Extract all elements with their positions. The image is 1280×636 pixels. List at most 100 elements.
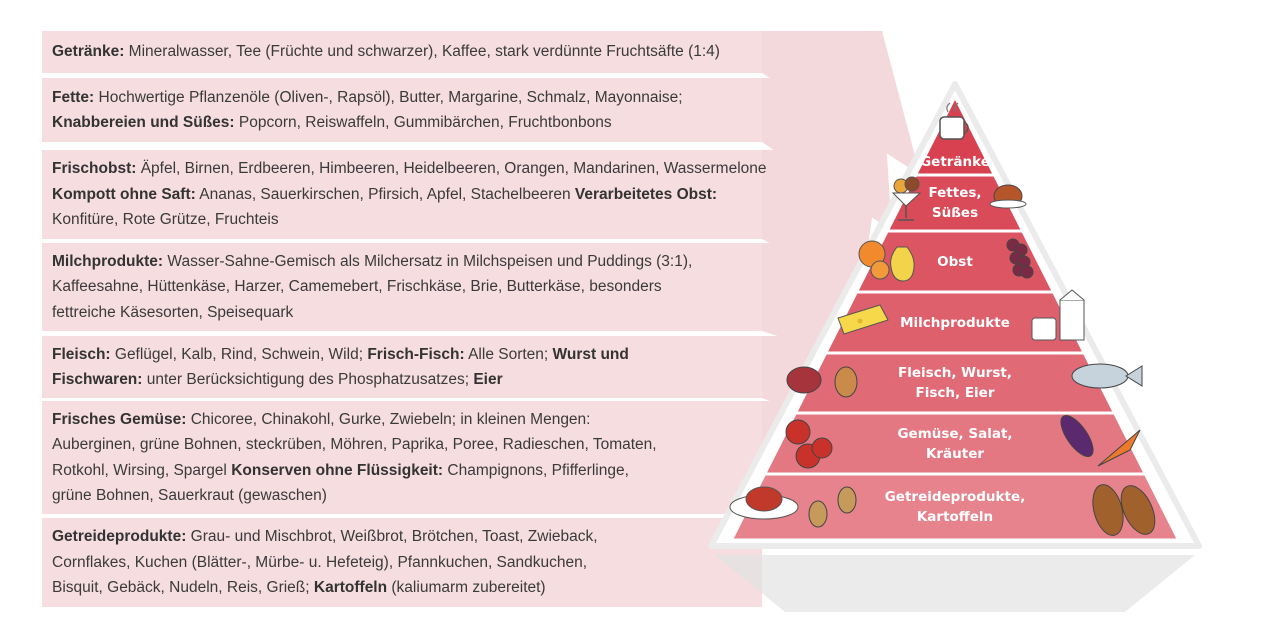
panel-line: Milchprodukte: Wasser-Sahne-Gemisch als … bbox=[52, 249, 752, 275]
category-term: Eier bbox=[473, 371, 503, 388]
category-term: Konserven ohne Flüssigkeit: bbox=[231, 461, 444, 479]
panel-line: Auberginen, grüne Bohnen, steckrüben, Mö… bbox=[52, 432, 752, 458]
panel-obst: Frischobst: Äpfel, Birnen, Erdbeeren, Hi… bbox=[42, 150, 767, 239]
pyramid-label-getraenke: Getränke bbox=[865, 152, 1045, 172]
panel-line: Frischobst: Äpfel, Birnen, Erdbeeren, Hi… bbox=[52, 156, 767, 182]
category-term: Frischobst: bbox=[52, 160, 137, 178]
coffee-cup-icon bbox=[939, 102, 969, 140]
pyramid-label-line: Fisch, Eier bbox=[915, 385, 995, 401]
panel-line: Getränke: Mineralwasser, Tee (Früchte un… bbox=[52, 39, 752, 65]
connector-milch bbox=[762, 243, 882, 353]
food-list-text: Champignons, Pfifferlinge, bbox=[443, 461, 629, 479]
category-term: Fischwaren: bbox=[52, 371, 143, 388]
category-term: Milchprodukte: bbox=[52, 252, 164, 270]
pyramid-level-fette bbox=[889, 176, 1021, 230]
panel-line: Rotkohl, Wirsing, Spargel Konserven ohne… bbox=[52, 458, 752, 484]
food-list-text: Popcorn, Reiswaffeln, Gummibärchen, Fruc… bbox=[234, 114, 612, 131]
food-list-text: Äpfel, Birnen, Erdbeeren, Himbeeren, Hei… bbox=[136, 160, 767, 178]
pyramid-label-line: Kartoffeln bbox=[916, 509, 994, 525]
pyramid-label-line: Fettes, bbox=[928, 185, 982, 201]
tomato-icon bbox=[785, 419, 833, 469]
food-list-text: Chicoree, Chinakohl, Gurke, Zwiebeln; in… bbox=[186, 410, 591, 428]
carrot-icon bbox=[1097, 429, 1141, 467]
bread-icon bbox=[1092, 484, 1156, 536]
eggplant-icon bbox=[1060, 415, 1094, 457]
pyramid-label-line: Getreideprodukte, bbox=[884, 489, 1026, 505]
panel-line: Bisquit, Gebäck, Nudeln, Reis, Grieß; Ka… bbox=[52, 575, 752, 601]
pyramid-label-fette: Fettes, Süßes bbox=[865, 183, 1045, 223]
pyramid-label-obst: Obst bbox=[865, 252, 1045, 272]
panel-fette: Fette: Hochwertige Pflanzenöle (Oliven-,… bbox=[42, 78, 762, 142]
yogurt-icon bbox=[1031, 317, 1057, 341]
food-list-text: Bisquit, Gebäck, Nudeln, Reis, Grieß; bbox=[52, 579, 314, 597]
food-list-text: Auberginen, grüne Bohnen, steckrüben, Mö… bbox=[52, 436, 657, 453]
food-list-text: Konfitüre, Rote Grütze, Fruchteis bbox=[52, 211, 279, 229]
panel-line: fettreiche Käsesorten, Speisequark bbox=[52, 300, 752, 326]
pyramid-label-line: Fleisch, Wurst, bbox=[898, 365, 1012, 381]
food-list-text: Ananas, Sauerkirschen, Pfirsich, Apfel, … bbox=[195, 185, 575, 203]
panel-line: Kompott ohne Saft: Ananas, Sauerkirschen… bbox=[52, 182, 752, 208]
panel-line: Fleisch: Geflügel, Kalb, Rind, Schwein, … bbox=[52, 342, 752, 368]
food-list-text: unter Berücksichtigung des Phosphatzusat… bbox=[142, 371, 474, 388]
cheese-icon bbox=[837, 304, 889, 335]
pyramid-shadow bbox=[715, 555, 1195, 612]
panel-getreide: Getreideprodukte: Grau- und Mischbrot, W… bbox=[42, 518, 762, 607]
pyramid-label-milch: Milchprodukte bbox=[865, 313, 1045, 333]
panel-line: Fischwaren: unter Berücksichtigung des P… bbox=[52, 367, 752, 393]
food-list-text: Alle Sorten; bbox=[464, 345, 553, 363]
pear-icon bbox=[890, 246, 915, 282]
category-term: Getränke: bbox=[52, 43, 125, 61]
category-term: Fleisch: bbox=[52, 345, 111, 363]
panel-line: Konfitüre, Rote Grütze, Fruchteis bbox=[52, 207, 752, 233]
panel-milch: Milchprodukte: Wasser-Sahne-Gemisch als … bbox=[42, 243, 762, 331]
orange-icon bbox=[858, 240, 890, 280]
pyramid-label-getreide: Getreideprodukte, Kartoffeln bbox=[865, 487, 1045, 527]
category-term: Kartoffeln bbox=[313, 579, 388, 597]
pyramid-level-fleisch bbox=[797, 354, 1113, 412]
steak-icon bbox=[786, 366, 822, 394]
panel-line: Knabbereien und Süßes: Popcorn, Reiswaff… bbox=[52, 110, 752, 136]
pyramid-label-line: Süßes bbox=[931, 205, 979, 221]
food-list-text: Cornflakes, Kuchen (Blätter-, Mürbe- u. … bbox=[52, 553, 588, 571]
pyramid-label-line: Kräuter bbox=[925, 445, 985, 462]
food-list-text: Rotkohl, Wirsing, Spargel bbox=[52, 461, 232, 479]
pyramid-label-line: Gemüse, Salat, bbox=[897, 425, 1013, 442]
panel-fleisch: Fleisch: Geflügel, Kalb, Rind, Schwein, … bbox=[42, 336, 762, 398]
panel-line: Fette: Hochwertige Pflanzenöle (Oliven-,… bbox=[52, 85, 752, 111]
pyramid-label-gemuese: Gemüse, Salat, Kräuter bbox=[865, 424, 1045, 464]
pyramid-label-line: Getränke bbox=[920, 154, 990, 170]
pyramid-label-fleisch: Fleisch, Wurst, Fisch, Eier bbox=[865, 363, 1045, 403]
chicken-leg-icon bbox=[834, 366, 858, 398]
category-term: Frisches Gemüse: bbox=[52, 410, 187, 428]
category-term: Kompott ohne Saft: bbox=[52, 185, 196, 203]
panel-line: grüne Bohnen, Sauerkraut (gewaschen) bbox=[52, 483, 752, 509]
category-term: Knabbereien und Süßes: bbox=[52, 114, 235, 131]
food-list-text: Hochwertige Pflanzenöle (Oliven-, Rapsöl… bbox=[94, 88, 683, 106]
food-list-text: (kaliumarm zubereitet) bbox=[387, 579, 546, 597]
panel-getraenke: Getränke: Mineralwasser, Tee (Früchte un… bbox=[42, 31, 762, 73]
milk-carton-icon bbox=[1059, 289, 1085, 341]
food-list-text: Mineralwasser, Tee (Früchte und schwarze… bbox=[124, 43, 720, 61]
potato-icon bbox=[808, 486, 857, 528]
pyramid-level-gemuese bbox=[767, 414, 1143, 473]
food-list-text: Grau- und Mischbrot, Weißbrot, Brötchen,… bbox=[186, 528, 598, 546]
food-list-text: Wasser-Sahne-Gemisch als Milchersatz in … bbox=[163, 252, 693, 270]
panel-line: Getreideprodukte: Grau- und Mischbrot, W… bbox=[52, 524, 752, 550]
category-term: Getreideprodukte: bbox=[52, 528, 187, 546]
ice-cream-icon bbox=[891, 176, 922, 221]
food-list-text: Geflügel, Kalb, Rind, Schwein, Wild; bbox=[110, 345, 368, 363]
grapes-icon bbox=[1006, 238, 1034, 279]
panel-line: Frisches Gemüse: Chicoree, Chinakohl, Gu… bbox=[52, 407, 752, 433]
food-list-text: grüne Bohnen, Sauerkraut (gewaschen) bbox=[52, 487, 327, 504]
pyramid-label-line: Obst bbox=[937, 253, 973, 270]
panel-gemuese: Frisches Gemüse: Chicoree, Chinakohl, Gu… bbox=[42, 401, 762, 514]
category-term: Fette: bbox=[52, 88, 95, 106]
food-list-text: Kaffeesahne, Hüttenkäse, Harzer, Camemeb… bbox=[52, 278, 662, 296]
fish-icon bbox=[1071, 363, 1143, 389]
roast-icon bbox=[989, 184, 1027, 209]
panel-line: Kaffeesahne, Hüttenkäse, Harzer, Camemeb… bbox=[52, 274, 752, 300]
pyramid-level-milch bbox=[828, 293, 1082, 352]
spaghetti-icon bbox=[729, 486, 799, 520]
